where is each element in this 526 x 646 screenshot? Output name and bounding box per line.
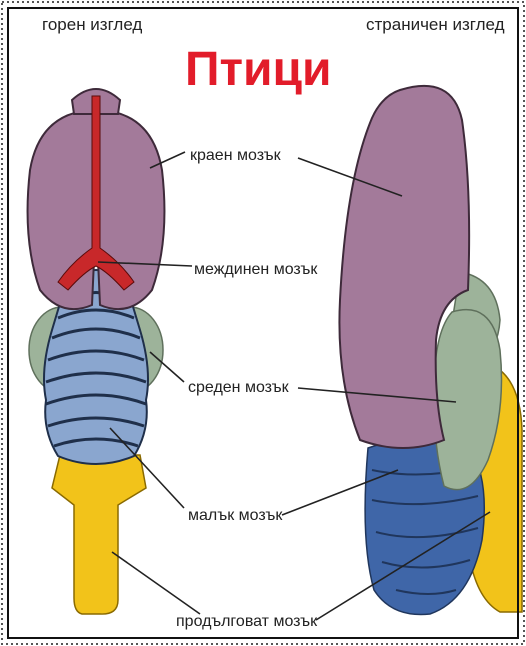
label-medulla: продълговат мозък: [176, 613, 318, 630]
side-view-caption: страничен изглед: [366, 15, 505, 34]
top-view-caption: горен изглед: [42, 15, 142, 34]
label-telencephalon: краен мозък: [190, 147, 282, 164]
label-diencephalon: междинен мозък: [194, 261, 318, 278]
label-cerebellum: малък мозък: [188, 507, 283, 524]
diagram-title: Птици: [185, 43, 332, 96]
top-medulla: [52, 455, 146, 614]
label-midbrain: среден мозък: [188, 379, 290, 396]
